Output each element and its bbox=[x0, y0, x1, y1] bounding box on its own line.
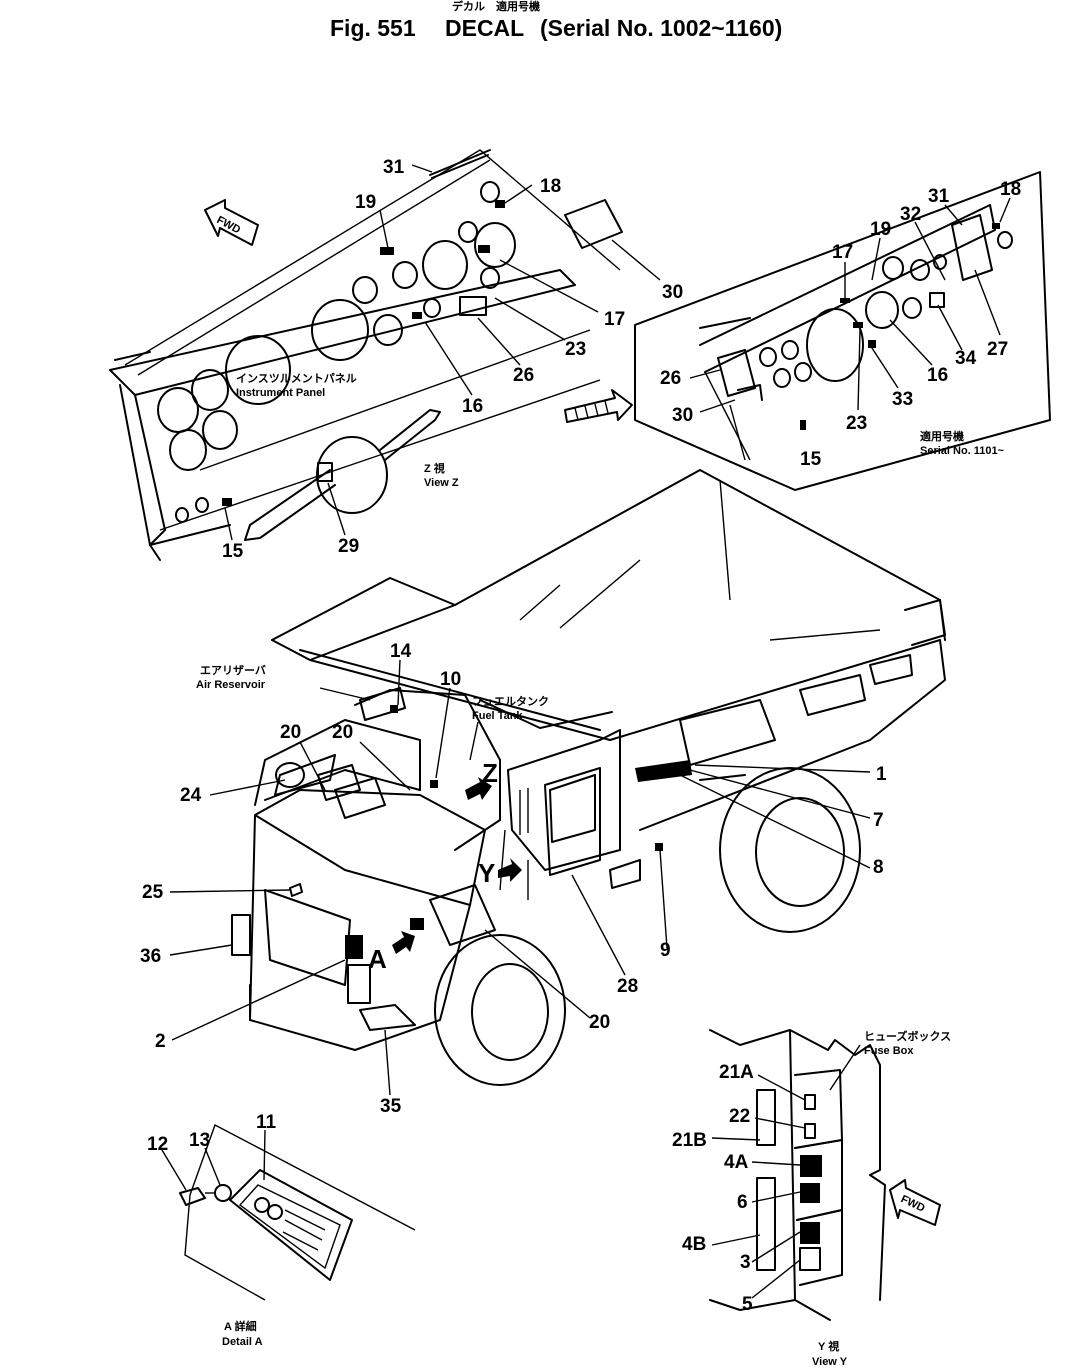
title-fig: Fig. 551 bbox=[330, 15, 416, 41]
callout-33: 33 bbox=[892, 389, 913, 410]
view-z-jp: Z 視 bbox=[424, 461, 445, 475]
callout-22: 22 bbox=[729, 1106, 750, 1127]
fwd-arrow-icon: FWD bbox=[204, 199, 259, 246]
view-y-leader-lines bbox=[711, 1044, 861, 1299]
view-y-label: View Y bbox=[812, 1356, 848, 1368]
air-reservoir-jp: エアリザーバ bbox=[200, 664, 266, 677]
title-name: DECAL bbox=[445, 15, 524, 41]
callout-17: 17 bbox=[604, 309, 625, 330]
callout-9: 9 bbox=[660, 940, 671, 961]
callout-4a: 4A bbox=[724, 1152, 749, 1173]
view-y-jp: Y 視 bbox=[818, 1339, 839, 1353]
callout-23-inset: 23 bbox=[846, 413, 867, 434]
callout-36: 36 bbox=[140, 946, 161, 967]
callout-35: 35 bbox=[380, 1096, 402, 1117]
callout-30: 30 bbox=[662, 282, 683, 303]
view-mark-z: Z bbox=[482, 758, 498, 788]
callout-19: 19 bbox=[355, 192, 376, 213]
inset-serial-jp: 適用号機 bbox=[920, 429, 964, 443]
view-y-fuse-box bbox=[709, 1029, 886, 1321]
detail-a-label: Detail A bbox=[222, 1336, 263, 1348]
fuel-tank-jp: フュエルタンク bbox=[472, 695, 549, 708]
callout-21b: 21B bbox=[672, 1130, 707, 1151]
callout-24: 24 bbox=[180, 785, 202, 806]
view-mark-y: Y bbox=[478, 858, 495, 888]
callout-12: 12 bbox=[147, 1134, 168, 1155]
callout-23: 23 bbox=[565, 339, 586, 360]
figure-title: デカル 適用号機 Fig. 551 DECAL (Serial No. 1002… bbox=[330, 0, 782, 41]
callout-16: 16 bbox=[462, 396, 483, 417]
detail-a-leader-lines bbox=[161, 1129, 266, 1191]
inset-pointer-arrow-icon bbox=[564, 389, 633, 423]
callout-26-inset: 26 bbox=[660, 368, 681, 389]
callout-26: 26 bbox=[513, 365, 534, 386]
callout-17-inset: 17 bbox=[832, 242, 853, 263]
instrument-panel bbox=[109, 149, 621, 561]
callout-28: 28 bbox=[617, 976, 638, 997]
detail-a bbox=[179, 1124, 416, 1301]
callout-18: 18 bbox=[540, 176, 561, 197]
callout-11: 11 bbox=[256, 1112, 277, 1133]
callout-20-a: 20 bbox=[280, 722, 301, 743]
callout-31: 31 bbox=[383, 157, 405, 178]
callout-4b: 4B bbox=[682, 1234, 706, 1255]
fuel-tank-label: Fuel Tank bbox=[472, 710, 523, 722]
callout-20-c: 20 bbox=[589, 1012, 610, 1033]
instrument-panel-label: Instrument Panel bbox=[236, 387, 325, 399]
title-jp: デカル 適用号機 bbox=[452, 0, 540, 13]
panel-leader-lines bbox=[224, 164, 661, 541]
callout-16-inset: 16 bbox=[927, 365, 948, 386]
callout-8: 8 bbox=[873, 857, 884, 878]
callout-29: 29 bbox=[338, 536, 359, 557]
dump-truck bbox=[231, 469, 946, 1086]
panel-pointer-line bbox=[114, 351, 151, 361]
air-reservoir-label: Air Reservoir bbox=[196, 679, 266, 691]
callout-15: 15 bbox=[222, 541, 244, 562]
fwd-arrow-icon-view-y: FWD bbox=[889, 1179, 941, 1226]
inset-serial-label: Serial No. 1101~ bbox=[920, 445, 1005, 457]
callout-21a: 21A bbox=[719, 1062, 754, 1083]
callout-2: 2 bbox=[155, 1031, 166, 1052]
fuse-box-label: Fuse Box bbox=[864, 1045, 914, 1057]
title-serial: (Serial No. 1002~1160) bbox=[540, 15, 782, 41]
callout-27: 27 bbox=[987, 339, 1008, 360]
callout-6: 6 bbox=[737, 1192, 748, 1213]
callout-25: 25 bbox=[142, 882, 164, 903]
callout-30-inset: 30 bbox=[672, 405, 693, 426]
callout-3: 3 bbox=[740, 1252, 751, 1273]
callout-32: 32 bbox=[900, 204, 921, 225]
decal-30-top bbox=[564, 199, 623, 249]
callout-14: 14 bbox=[390, 641, 412, 662]
truck-leader-lines bbox=[169, 659, 871, 1096]
view-z-label: View Z bbox=[424, 477, 459, 489]
callout-7: 7 bbox=[873, 810, 884, 831]
fuse-box-jp: ヒューズボックス bbox=[864, 1029, 951, 1043]
callout-1: 1 bbox=[876, 764, 887, 785]
callout-15-inset: 15 bbox=[800, 449, 822, 470]
view-mark-a: A bbox=[368, 944, 387, 974]
callout-19-inset: 19 bbox=[870, 219, 891, 240]
callout-18-inset: 18 bbox=[1000, 179, 1021, 200]
detail-a-jp: A 詳細 bbox=[224, 1319, 257, 1333]
callout-20-b: 20 bbox=[332, 722, 353, 743]
inset-panel bbox=[634, 171, 1051, 491]
instrument-panel-label-jp: インスツルメントパネル bbox=[236, 372, 357, 385]
callout-10: 10 bbox=[440, 669, 461, 690]
callout-5: 5 bbox=[742, 1294, 753, 1315]
inset-leader-lines bbox=[689, 197, 1011, 413]
callout-34: 34 bbox=[955, 348, 977, 369]
callout-13: 13 bbox=[189, 1130, 210, 1151]
callout-31-inset: 31 bbox=[928, 186, 950, 207]
